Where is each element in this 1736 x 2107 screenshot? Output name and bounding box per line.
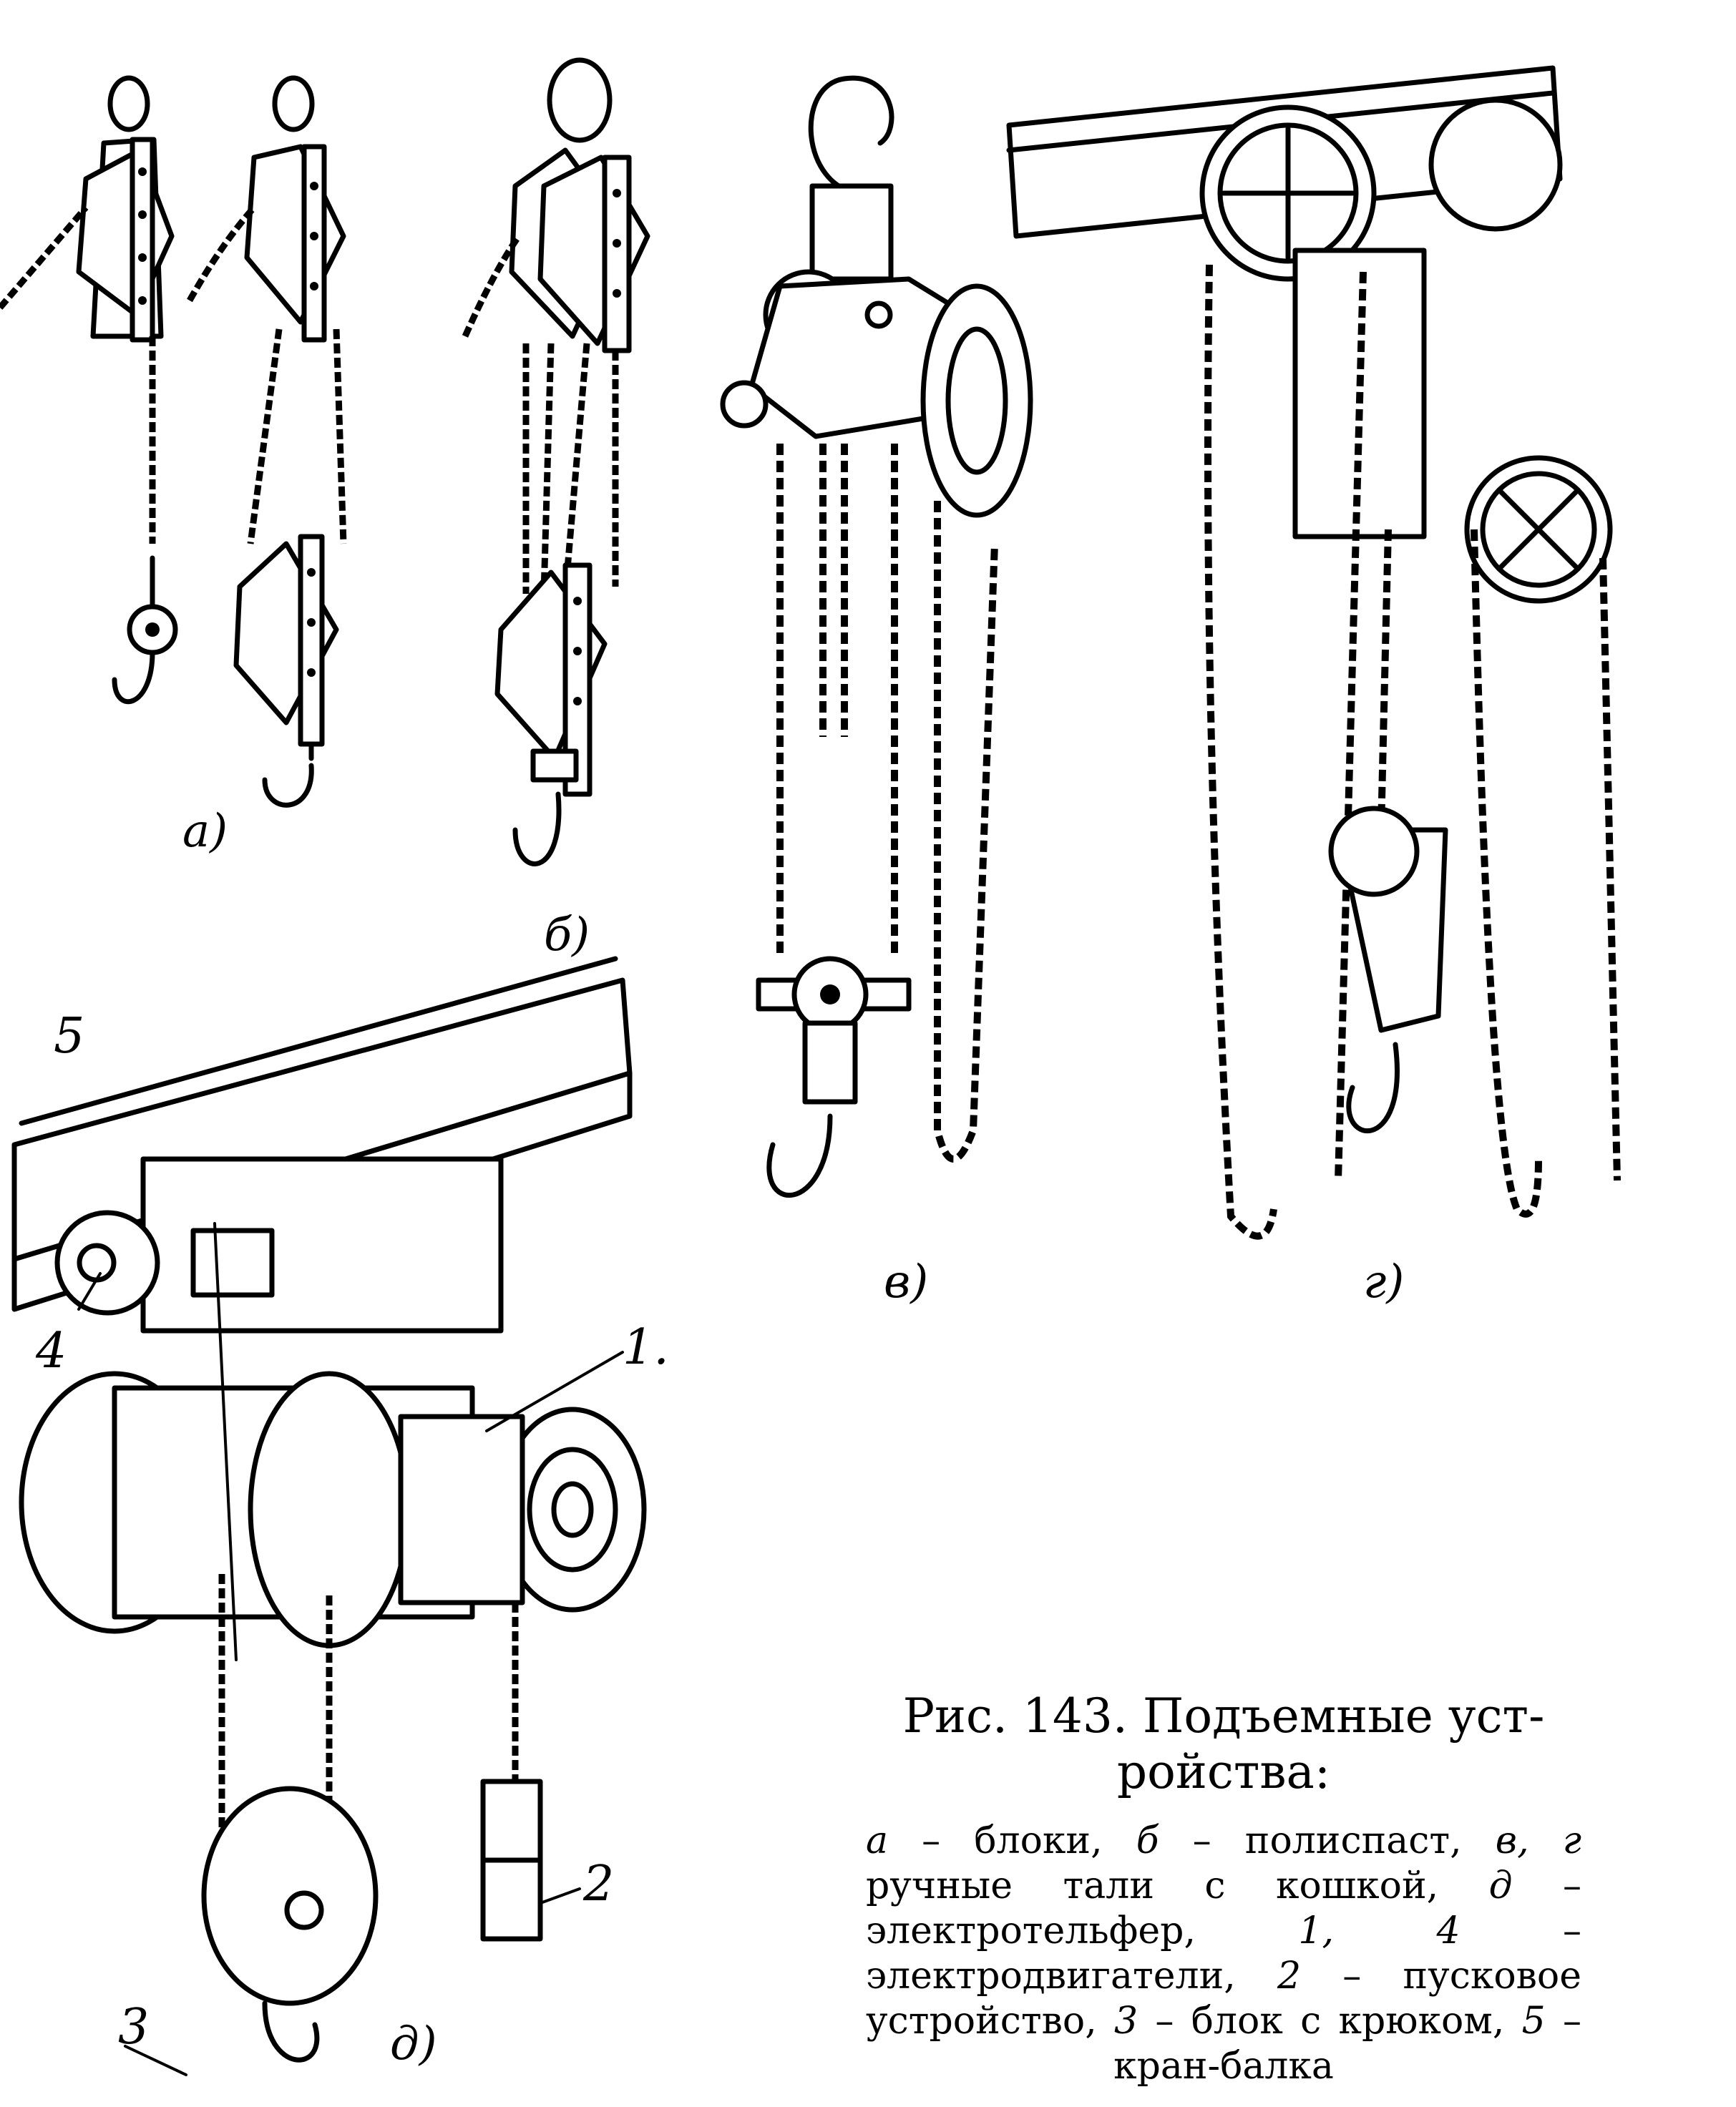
- legend-item: в, г ручные тали с кошкой,: [866, 1819, 1582, 1907]
- callout-1: 1.: [623, 1319, 669, 1376]
- legend-item: 5 – кран-балка: [1113, 2000, 1581, 2088]
- callout-2: 2: [583, 1856, 615, 1912]
- callout-5: 5: [54, 1008, 85, 1065]
- trolley-hoist-drawing: [1006, 65, 1621, 1240]
- figure-caption: Рис. 143. Подъемные уст­ройства: а – бло…: [866, 1688, 1581, 2089]
- polyspast-drawing: [462, 57, 650, 866]
- callout-4: 4: [36, 1323, 67, 1379]
- subfigure-label-v: в): [884, 1256, 929, 1309]
- caption-title: Рис. 143. Подъемные уст­ройства:: [902, 1688, 1545, 1799]
- legend-item: 2 – пуско­вое устройство,: [866, 1955, 1581, 2043]
- legend-item: 1, 4 – электродвигатели,: [866, 1910, 1582, 1998]
- subfigure-label-b: б): [544, 909, 590, 962]
- caption-legend: а – блоки, б – полиспаст, в, г ручные та…: [866, 1819, 1581, 2089]
- single-blocks-drawing: [0, 75, 347, 808]
- chain-hoist-drawing: [720, 75, 1033, 1198]
- subfigure-label-a: а): [182, 805, 228, 858]
- legend-item: б – полиспаст,: [1136, 1819, 1496, 1862]
- subfigure-label-g: г): [1363, 1256, 1405, 1309]
- electric-telpher-drawing: [11, 956, 647, 2076]
- legend-item: д – электротельфер,: [866, 1864, 1581, 1952]
- callout-3: 3: [118, 1999, 150, 2055]
- legend-item: 3 – блок с крюком,: [1114, 2000, 1522, 2043]
- legend-item: а – блоки,: [866, 1819, 1136, 1862]
- subfigure-label-d: д): [390, 2018, 437, 2071]
